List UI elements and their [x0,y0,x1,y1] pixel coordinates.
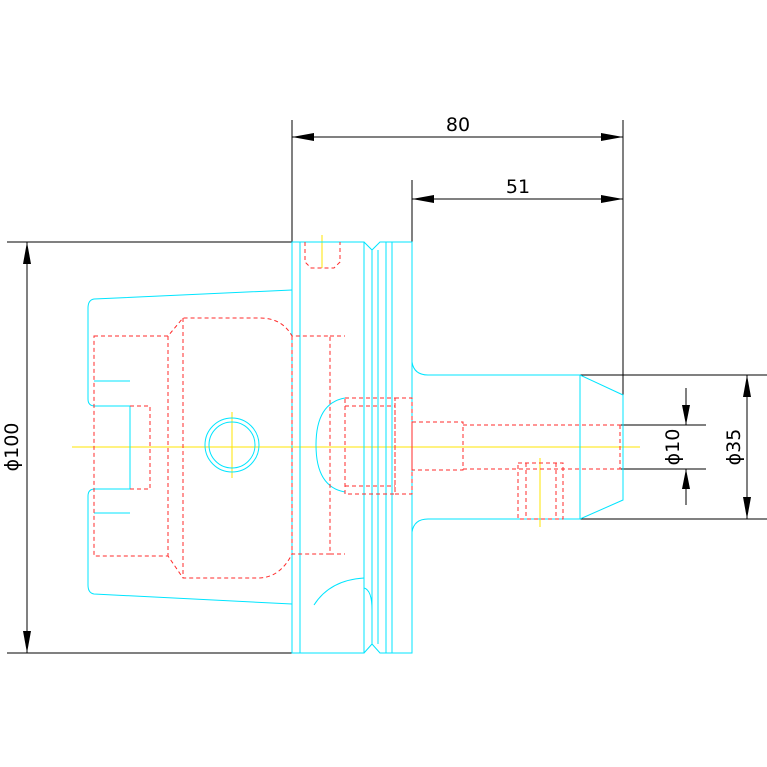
shank-outline [411,361,624,533]
dim-10-arrow-top [682,405,690,425]
set-screw-outline [517,462,564,520]
centerline-layer [72,235,640,527]
cross-hole-inner [208,421,256,469]
dim-35-arrow-bottom [743,497,751,519]
dim-35-arrow-top [743,375,751,397]
dim-10-arrow-bottom [682,469,690,489]
dim-80-label: 80 [446,114,470,136]
dimension-layer: 80 51 ϕ100 ϕ35 ϕ10 [1,114,767,654]
dim-100-label: ϕ100 [1,423,23,472]
dim-35-label: ϕ35 [723,429,745,466]
coolant-bore-large [411,421,464,471]
outline-layer [87,241,624,654]
dim-80-arrow-right [601,133,623,141]
cross-hole-outer [204,417,260,473]
dim-100-arrow-bottom [23,631,31,653]
inner-bore-outline [93,317,331,579]
hidden-layer [93,242,623,579]
flange-outline [291,241,365,654]
top-screw-pocket [304,242,341,269]
dim-100-arrow-top [23,242,31,264]
dim-80-arrow-left [292,133,314,141]
vgroove-left-wall [363,241,373,654]
dim-51-arrow-right [601,195,623,203]
dim-10-label: ϕ10 [662,429,684,466]
taper-body-outline [87,289,293,605]
dim-51-arrow-left [412,195,434,203]
key-notch-inner [363,587,373,611]
dim-51-label: 51 [506,176,530,198]
drawbar-collar [394,397,413,495]
key-notch-arc [313,577,365,606]
bore-pilot [130,405,151,490]
drawbar-boss [344,397,396,495]
